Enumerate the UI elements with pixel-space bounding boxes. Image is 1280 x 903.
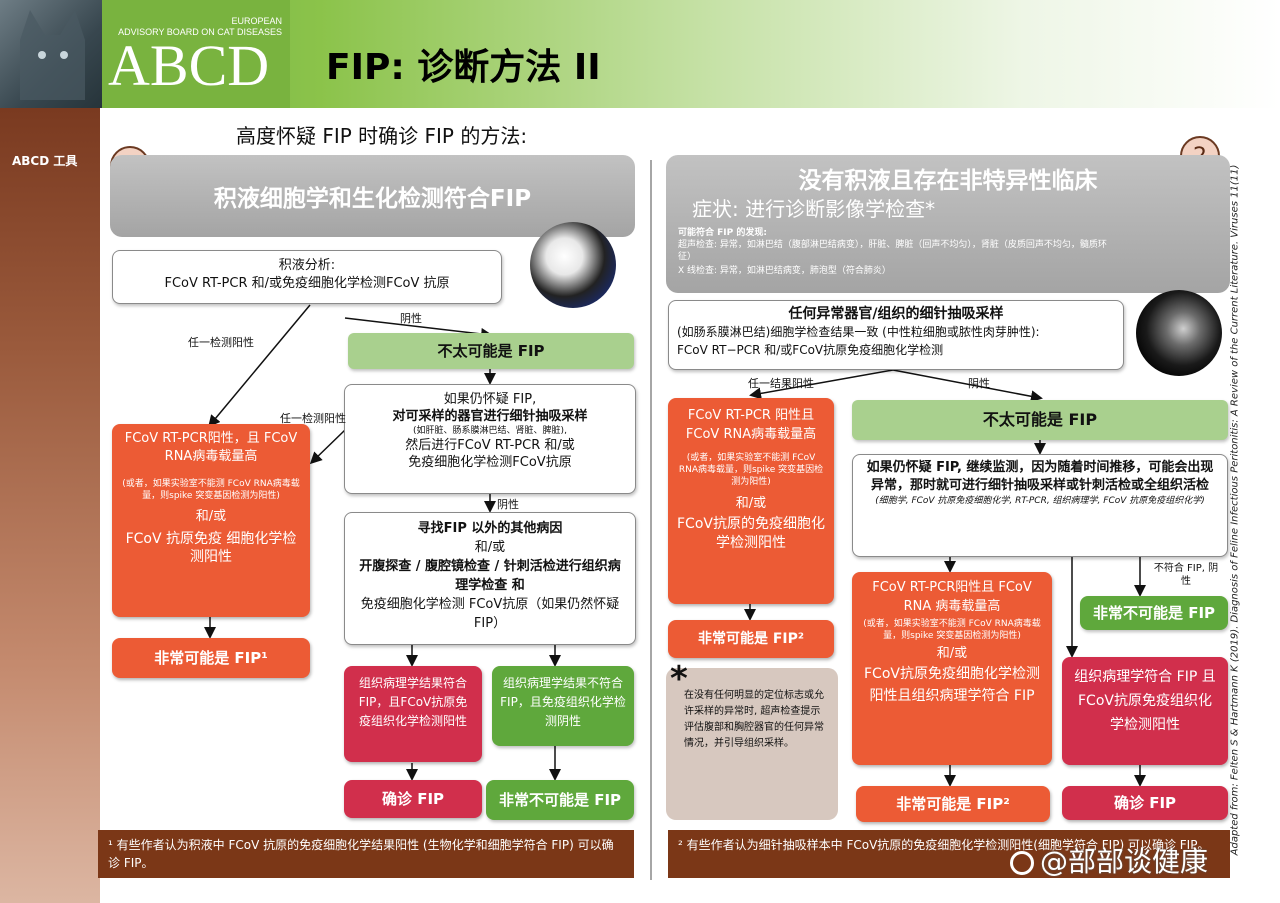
- label-any-result-positive: 任一结果阳性: [748, 377, 814, 390]
- other-line2: 和/或: [474, 540, 506, 555]
- very-likely-fip-left: 非常可能是 FIP¹: [112, 638, 310, 678]
- right-heading-1: 没有积液且存在非特异性临床: [798, 168, 1098, 194]
- subtitle: 高度怀疑 FIP 时确诊 FIP 的方法:: [236, 124, 528, 148]
- left-heading: 积液细胞学和生化检测符合FIP: [110, 155, 635, 237]
- analysis-body: FCoV RT-PCR 和/或免疫细胞化学检测FCoV 抗原: [164, 276, 450, 291]
- label-negative-right: 阴性: [968, 377, 990, 390]
- other-line3: 开腹探查 / 腹腔镜检查 / 针刺活检进行组织病理学检查 和: [359, 559, 621, 593]
- xray-findings: X 线检查: 异常，如淋巴结病变，肺泡型（符合肺炎）: [678, 266, 891, 276]
- right-positive-title: FCoV RT-PCR 阳性且 FCoV RNA病毒载量高: [685, 408, 817, 442]
- sidebar-label: ABCD 工具: [12, 154, 78, 168]
- abcd-logo: EUROPEAN ADVISORY BOARD ON CAT DISEASES …: [102, 0, 290, 108]
- right-heading-2: 症状: 进行诊断影像学检查*: [692, 197, 936, 221]
- fna-line1: 如果仍怀疑 FIP,: [443, 392, 537, 407]
- histo-negative-left: 组织病理学结果不符合 FIP，且免疫组织化学检测阴性: [492, 666, 634, 746]
- other-line4: 免疫细胞化学检测 FCoV抗原（如果仍然怀疑 FIP）: [360, 597, 620, 631]
- watermark-text: @部部谈健康: [1040, 845, 1209, 878]
- other-line1: 寻找FIP 以外的其他病因: [417, 521, 563, 536]
- label-any-positive: 任一检测阳性: [188, 336, 254, 349]
- right-fna-box: 任何异常器官/组织的细针抽吸采样 (如肠系膜淋巴结)细胞学检查结果一致 (中性粒…: [668, 300, 1124, 370]
- left-footnote: ¹ 有些作者认为积液中 FCoV 抗原的免疫细胞化学结果阳性 (生物化学和细胞学…: [98, 830, 634, 878]
- left-positive-antigen: FCoV 抗原免疫 细胞化学检测阳性: [125, 531, 297, 565]
- very-unlikely-fip-left: 非常不可能是 FIP: [486, 780, 634, 820]
- fna-line2: 对可采样的器官进行细针抽吸采样: [392, 409, 588, 424]
- left-positive-title: FCoV RT-PCR阳性，且 FCoV RNA病毒载量高: [124, 431, 298, 464]
- left-positive-or: 和/或: [195, 509, 227, 524]
- analysis-title: 积液分析:: [278, 258, 336, 273]
- right-positive2-or: 和/或: [936, 646, 968, 661]
- ultrasound-image: [1136, 290, 1222, 376]
- watermark: @部部谈健康: [1010, 840, 1208, 880]
- confirm-fip-right: 确诊 FIP: [1062, 786, 1228, 820]
- watermark-logo-icon: [1010, 851, 1034, 875]
- right-fna-line3: FCoV RT−PCR 和/或FCoV抗原免疫细胞化学检测: [677, 343, 944, 357]
- page-title: FIP: 诊断方法 II: [326, 47, 601, 88]
- left-positive-note: (或者，如果实验室不能测 FCoV RNA病毒载量，则spike 突变基因检测为…: [122, 479, 300, 501]
- fna-line3: 然后进行FCoV RT-PCR 和/或: [405, 438, 575, 453]
- logo-text: ABCD: [108, 33, 270, 98]
- citation-vertical: Adapted from: Felten S & Hartmann K (201…: [1225, 150, 1245, 870]
- cat-fluid-photo: [530, 222, 616, 308]
- findings-title: 可能符合 FIP 的发现:: [678, 228, 767, 238]
- right-positive-antigen: FCoV抗原的免疫细胞化学检测阳性: [677, 516, 825, 551]
- confirm-fip-left: 确诊 FIP: [344, 780, 482, 818]
- ultrasound-findings: 超声检查: 异常，如淋巴结（腹部淋巴结病变），肝脏、脾脏（回声不均匀），肾脏（皮…: [678, 240, 1107, 262]
- left-positive-box: FCoV RT-PCR阳性，且 FCoV RNA病毒载量高 (或者，如果实验室不…: [112, 424, 310, 617]
- star-note-box: * 在没有任何明显的定位标志或允许采样的异常时, 超声检查提示评估腹部和胸腔器官…: [666, 662, 838, 820]
- right-heading-box: 没有积液且存在非特异性临床 症状: 进行诊断影像学检查* 可能符合 FIP 的发…: [666, 155, 1230, 293]
- citation-text: Adapted from: Felten S & Hartmann K (201…: [1229, 164, 1241, 856]
- very-likely-fip-right: 非常可能是 FIP²: [668, 620, 834, 658]
- monitor-tests: (细胞学, FCoV 抗原免疫细胞化学, RT-PCR, 组织病理学, FCoV…: [875, 496, 1205, 506]
- right-positive2-title: FCoV RT-PCR阳性且 FCoV RNA 病毒载量高: [872, 580, 1032, 614]
- right-positive-box-2: FCoV RT-PCR阳性且 FCoV RNA 病毒载量高 (或者，如果实验室不…: [852, 572, 1052, 765]
- right-fna-line2: (如肠系膜淋巴结)细胞学检查结果一致 (中性粒细胞或脓性肉芽肿性):: [677, 325, 1040, 339]
- sidebar: ABCD 工具: [0, 108, 100, 903]
- histo-positive-right: 组织病理学符合 FIP 且FCoV抗原免疫组织化学检测阳性: [1062, 657, 1228, 765]
- monitor-box: 如果仍怀疑 FIP, 继续监测，因为随着时间推移，可能会出现异常，那时就可进行细…: [852, 454, 1228, 557]
- very-likely-fip-right-2: 非常可能是 FIP²: [856, 786, 1050, 822]
- monitor-text: 如果仍怀疑 FIP, 继续监测，因为随着时间推移，可能会出现异常，那时就可进行细…: [866, 460, 1214, 493]
- label-negative: 阴性: [400, 312, 422, 325]
- right-positive2-note: (或者，如果实验室不能测 FCoV RNA病毒载量，则spike 突变基因检测为…: [863, 619, 1041, 641]
- cat-photo: [0, 0, 102, 108]
- histo-positive-left: 组织病理学结果符合 FIP，且FCoV抗原免疫组织化学检测阳性: [344, 666, 482, 762]
- effusion-analysis-box: 积液分析: FCoV RT-PCR 和/或免疫细胞化学检测FCoV 抗原: [112, 250, 502, 304]
- right-footnote: ² 有些作者认为细针抽吸样本中 FCoV抗原的免疫细胞化学检测阳性(细胞学符合 …: [668, 830, 1230, 878]
- fna-line4: 免疫细胞化学检测FCoV抗原: [408, 455, 572, 470]
- org-name: EUROPEAN ADVISORY BOARD ON CAT DISEASES: [118, 16, 282, 37]
- fna-organs: (如肝脏、肠系膜淋巴结、肾脏、脾脏),: [413, 426, 567, 436]
- right-positive-box: FCoV RT-PCR 阳性且 FCoV RNA病毒载量高 (或者，如果实验室不…: [668, 398, 834, 604]
- asterisk-icon: *: [670, 659, 688, 699]
- cat-silhouette-icon: [20, 10, 85, 100]
- right-fna-title: 任何异常器官/组织的细针抽吸采样: [788, 306, 1004, 322]
- unlikely-fip-box: 不太可能是 FIP: [348, 333, 634, 369]
- label-any-positive-2: 任一检测阳性: [280, 412, 346, 425]
- fna-box: 如果仍怀疑 FIP, 对可采样的器官进行细针抽吸采样 (如肝脏、肠系膜淋巴结、肾…: [344, 384, 636, 494]
- label-negative-2: 阴性: [497, 498, 519, 511]
- right-positive-or: 和/或: [735, 496, 767, 511]
- right-positive-note: (或者，如果实验室不能测 FCoV RNA病毒载量，则spike 突变基因检测为…: [678, 453, 824, 487]
- very-unlikely-fip-right: 非常不可能是 FIP: [1080, 596, 1228, 630]
- right-positive2-antigen: FCoV抗原免疫细胞化学检测阳性且组织病理学符合 FIP: [864, 666, 1040, 704]
- label-not-fip-negative: 不符合 FIP, 阴性: [1153, 563, 1219, 587]
- other-causes-box: 寻找FIP 以外的其他病因 和/或 开腹探查 / 腹腔镜检查 / 针刺活检进行组…: [344, 512, 636, 645]
- star-note-text: 在没有任何明显的定位标志或允许采样的异常时, 超声检查提示评估腹部和胸腔器官的任…: [684, 690, 824, 749]
- unlikely-fip-right: 不太可能是 FIP: [852, 400, 1228, 440]
